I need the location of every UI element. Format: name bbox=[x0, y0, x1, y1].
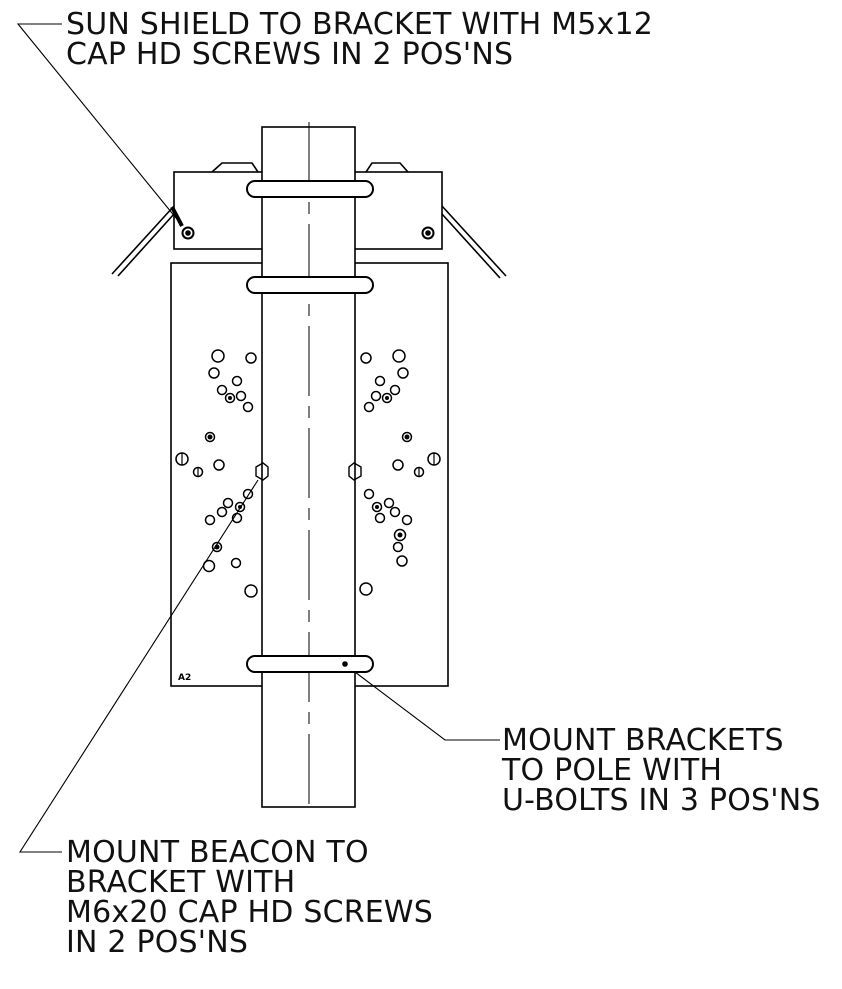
beacon-screw-heads bbox=[255, 462, 362, 481]
note-line: IN 2 POS'NS bbox=[66, 925, 249, 960]
note-line: BRACKET WITH bbox=[66, 865, 296, 900]
part-label-a2: A2 bbox=[178, 673, 191, 683]
note-line: M6x20 CAP HD SCREWS bbox=[66, 895, 434, 930]
sun-shield-screw-right bbox=[421, 226, 435, 240]
note-mount-brackets: MOUNT BRACKETS TO POLE WITH U-BOLTS IN 3… bbox=[502, 726, 821, 816]
note-line: U-BOLTS IN 3 POS'NS bbox=[502, 783, 821, 818]
pole bbox=[261, 122, 356, 812]
u-bolt-top bbox=[246, 180, 374, 198]
plate-holes bbox=[175, 349, 441, 598]
leader-lines bbox=[16, 23, 500, 853]
note-line: MOUNT BRACKETS bbox=[502, 723, 784, 758]
u-bolt-middle bbox=[246, 276, 374, 294]
note-sun-shield: SUN SHIELD TO BRACKET WITH M5x12 CAP HD … bbox=[66, 10, 653, 70]
note-line: SUN SHIELD TO BRACKET WITH M5x12 bbox=[66, 7, 654, 42]
note-line: MOUNT BEACON TO bbox=[66, 835, 369, 870]
note-line: CAP HD SCREWS IN 2 POS'NS bbox=[66, 37, 514, 72]
note-line: TO POLE WITH bbox=[502, 753, 723, 788]
note-mount-beacon: MOUNT BEACON TO BRACKET WITH M6x20 CAP H… bbox=[66, 838, 433, 958]
u-bolt-bottom bbox=[246, 655, 374, 673]
sun-shield-screw-left bbox=[181, 226, 195, 240]
